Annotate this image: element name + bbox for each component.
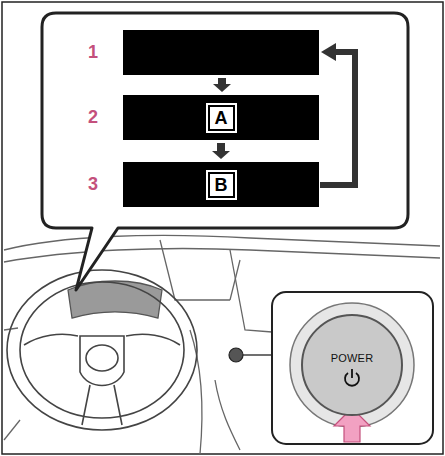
display-bar: B <box>123 162 319 207</box>
callout-number: 1 <box>88 42 98 62</box>
mode-letter: B <box>208 172 235 198</box>
display-bar: A <box>123 95 319 140</box>
mode-letter: A <box>208 105 235 131</box>
power-symbol <box>341 367 363 389</box>
flow-arrow <box>212 143 230 159</box>
callout-number: 2 <box>88 107 98 127</box>
callout-number: 3 <box>88 174 98 194</box>
button-label: POWER <box>331 352 374 364</box>
power-button: POWER <box>301 314 403 416</box>
